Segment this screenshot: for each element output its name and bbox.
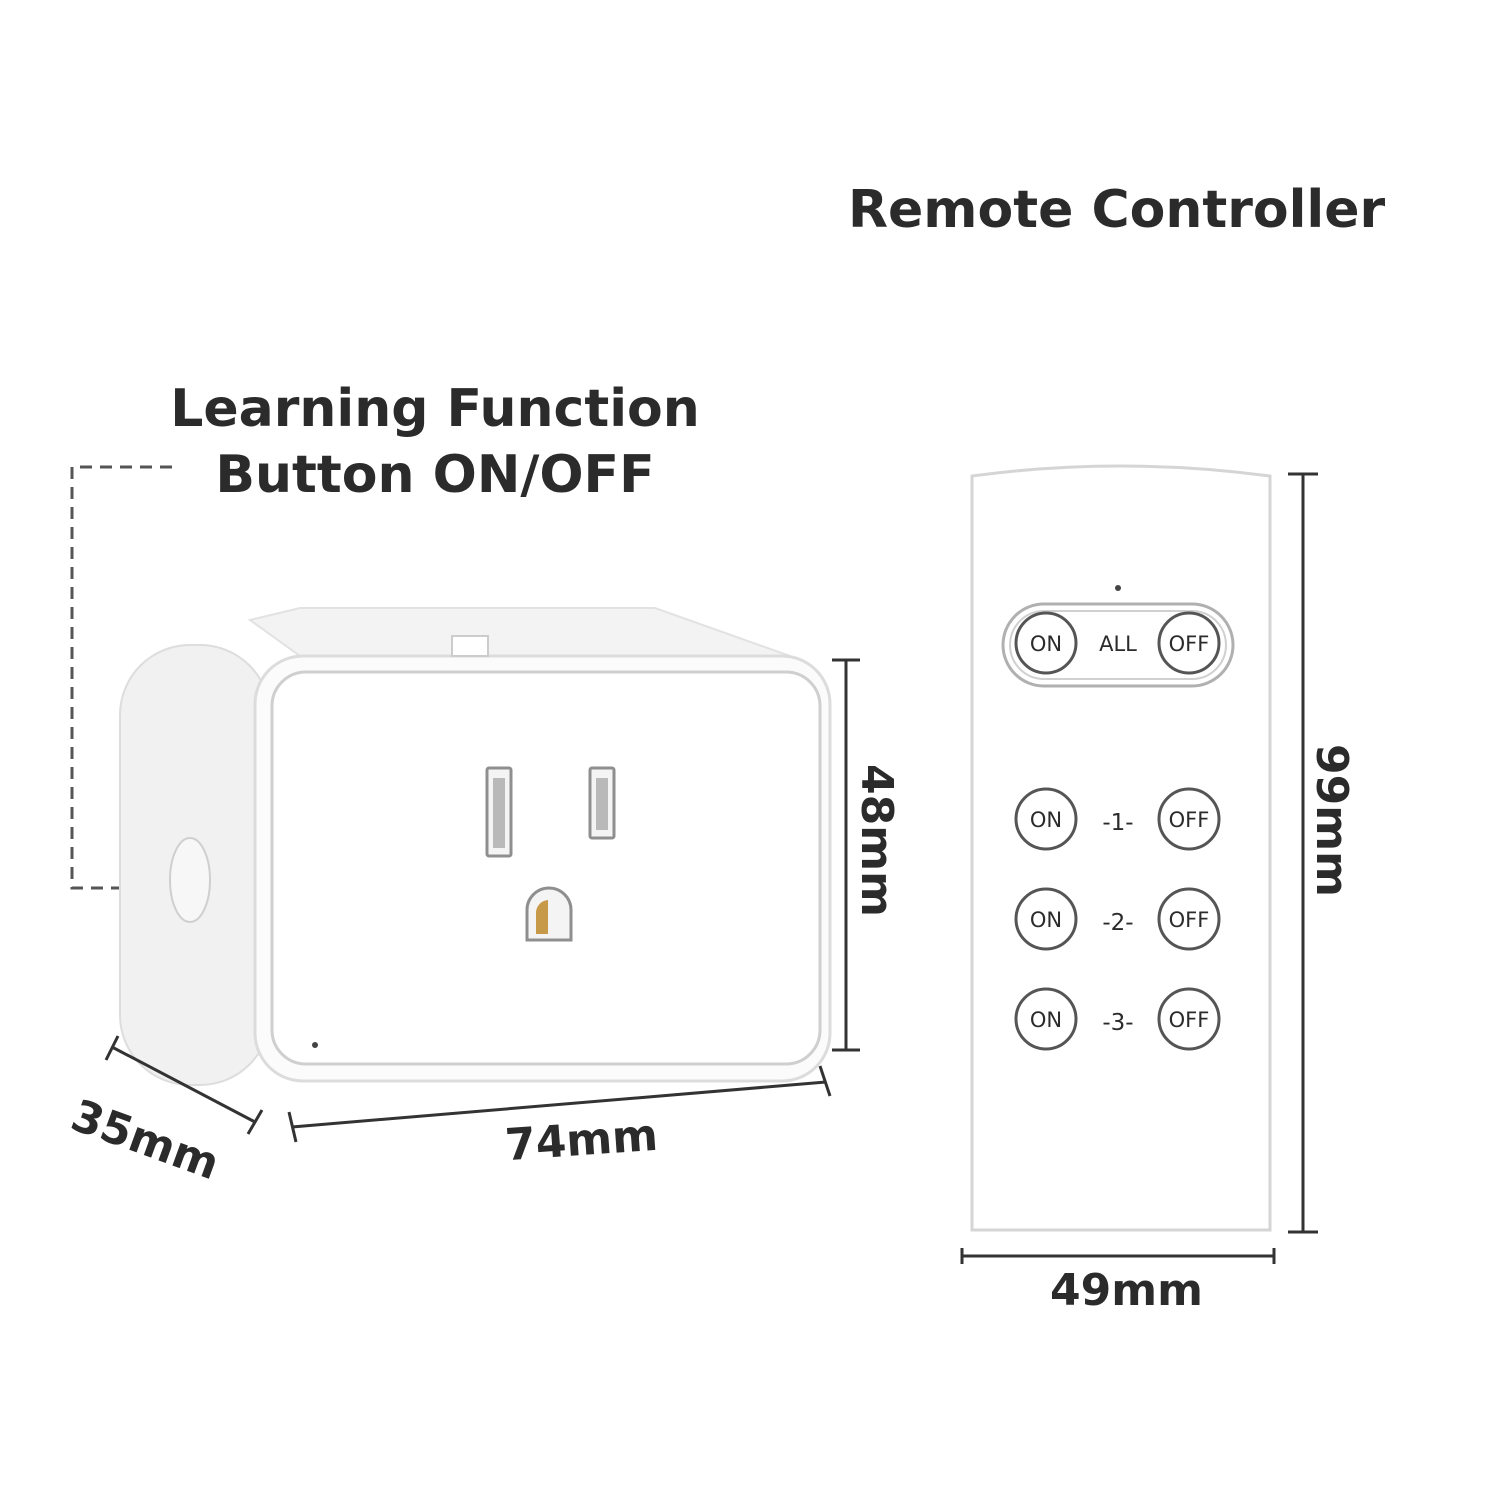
channel-2-on-button: ON <box>1014 887 1078 951</box>
outlet-icon <box>485 766 616 942</box>
all-off-button: OFF <box>1157 611 1221 675</box>
all-label: ALL <box>1099 632 1137 656</box>
dimension-lines-remote <box>960 472 1318 1264</box>
svg-text:ON: ON <box>1030 908 1062 932</box>
learning-button <box>169 837 211 923</box>
plug-height-label: 48mm <box>850 764 902 917</box>
svg-text:ON: ON <box>1030 1008 1062 1032</box>
remote-led <box>1115 585 1121 591</box>
remote-controller <box>970 464 1272 1232</box>
channel-2-off-button: OFF <box>1157 887 1221 951</box>
plug-face <box>270 670 822 1066</box>
channel-3-label: -3- <box>1102 1010 1133 1036</box>
plug-width-label: 74mm <box>503 1109 660 1172</box>
svg-text:ON: ON <box>1030 632 1062 656</box>
learning-leader-line <box>70 465 188 890</box>
learning-title-line-1: Learning Function <box>170 379 700 439</box>
svg-text:OFF: OFF <box>1169 808 1210 832</box>
svg-text:OFF: OFF <box>1169 632 1210 656</box>
svg-text:ON: ON <box>1030 808 1062 832</box>
channel-1-label: -1- <box>1102 810 1133 836</box>
top-indicator-icon <box>451 635 489 657</box>
remote-height-label: 99mm <box>1305 744 1357 897</box>
channel-1-off-button: OFF <box>1157 787 1221 851</box>
channel-3-on-button: ON <box>1014 987 1078 1051</box>
led-indicator <box>312 1042 318 1048</box>
channel-3-off-button: OFF <box>1157 987 1221 1051</box>
svg-text:OFF: OFF <box>1169 1008 1210 1032</box>
learning-title-line-2: Button ON/OFF <box>215 445 655 505</box>
smart-plug <box>119 607 832 1086</box>
remote-width-label: 49mm <box>1050 1265 1203 1316</box>
svg-text:OFF: OFF <box>1169 908 1210 932</box>
all-on-button: ON <box>1014 611 1078 675</box>
channel-2-label: -2- <box>1102 910 1133 936</box>
remote-controller-title: Remote Controller <box>848 180 1386 240</box>
channel-1-on-button: ON <box>1014 787 1078 851</box>
learning-function-title: Learning Function Button ON/OFF <box>130 376 740 508</box>
dimension-lines-plug <box>104 658 860 1143</box>
